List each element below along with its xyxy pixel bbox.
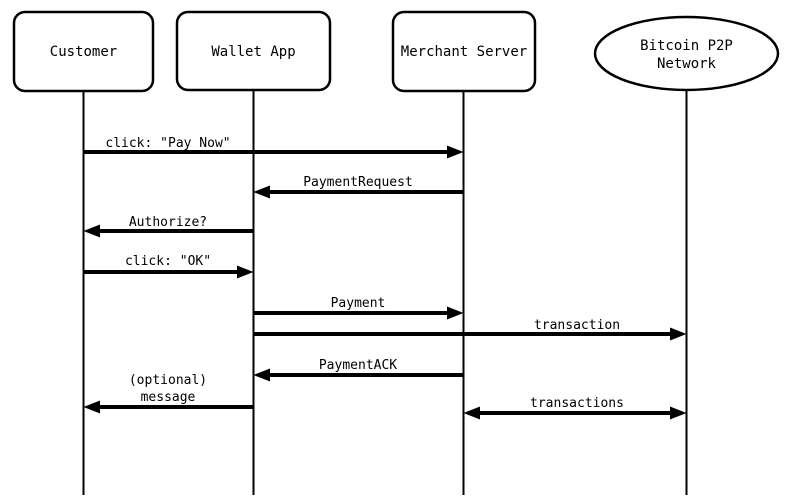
message-optional-message-label-line1: (optional) (129, 373, 207, 388)
message-click-pay-now-arrowhead (447, 145, 464, 159)
participant-merchant-server: Merchant Server (391, 10, 537, 93)
participant-wallet-app: Wallet App (175, 10, 332, 92)
message-payment-ack: PaymentACK (253, 358, 464, 382)
participant-customer-label: Customer (50, 44, 117, 60)
message-optional-message: (optional) message (83, 373, 254, 414)
participant-wallet-app-box (175, 10, 332, 92)
message-click-pay-now-label: click: "Pay Now" (105, 136, 230, 151)
message-payment-label: Payment (331, 296, 386, 311)
message-payment: Payment (253, 296, 464, 320)
participant-bitcoin-p2p-network-label-line1: Bitcoin P2P (640, 38, 733, 54)
message-payment-request-arrowhead (253, 185, 270, 199)
message-transaction: transaction (253, 318, 687, 341)
participant-merchant-server-box (391, 10, 537, 93)
message-click-pay-now: click: "Pay Now" (83, 136, 464, 159)
participant-customer-box (12, 10, 155, 93)
message-payment-arrowhead (447, 306, 464, 320)
message-transactions-label: transactions (530, 396, 624, 411)
message-payment-ack-label: PaymentACK (319, 358, 397, 373)
message-authorize-arrowhead (83, 224, 100, 238)
message-click-ok: click: "OK" (83, 254, 254, 279)
message-transactions: transactions (463, 396, 687, 420)
message-authorize-label: Authorize? (129, 215, 207, 230)
message-transactions-arrowhead-left (463, 406, 480, 420)
participant-bitcoin-p2p-network-ellipse (593, 15, 780, 92)
participant-customer: Customer (12, 10, 155, 93)
message-click-ok-label: click: "OK" (125, 254, 211, 269)
participant-wallet-app-label: Wallet App (211, 44, 295, 60)
message-payment-ack-arrowhead (253, 368, 270, 382)
participant-merchant-server-label: Merchant Server (401, 44, 527, 60)
message-payment-request: PaymentRequest (253, 175, 464, 199)
message-optional-message-label-line2: message (141, 390, 196, 405)
message-optional-message-arrowhead (83, 400, 100, 414)
message-payment-request-label: PaymentRequest (303, 175, 413, 190)
message-transaction-arrowhead (670, 327, 687, 341)
participant-bitcoin-p2p-network: Bitcoin P2P Network (593, 15, 780, 92)
message-transactions-arrowhead-right (670, 406, 687, 420)
participant-bitcoin-p2p-network-label-line2: Network (657, 56, 717, 72)
message-click-ok-arrowhead (237, 265, 254, 279)
message-transaction-label: transaction (534, 318, 620, 333)
message-authorize: Authorize? (83, 215, 254, 238)
